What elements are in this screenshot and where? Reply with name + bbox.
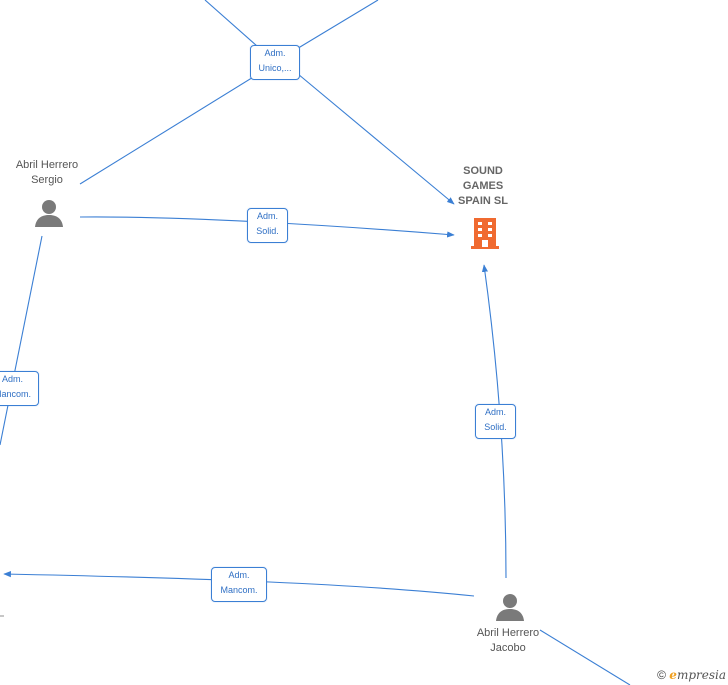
company-name-line-1: SOUND bbox=[463, 165, 503, 177]
person-icon[interactable] bbox=[495, 592, 525, 622]
person-icon[interactable] bbox=[34, 198, 64, 228]
edge-top-company bbox=[297, 73, 455, 205]
company-name-line-3: SPAIN SL bbox=[458, 195, 508, 207]
edge-jacobo-left bbox=[3, 571, 475, 597]
brand-initial: e bbox=[669, 668, 677, 682]
edge-label-jacobo-left-line-2: Mancom. bbox=[220, 585, 258, 595]
edge-label-jacobo-company[interactable]: Adm. Solid. bbox=[475, 404, 516, 439]
edge-label-jacobo-left-line-1: Adm. bbox=[228, 570, 250, 580]
footer-brand: © empresia bbox=[657, 668, 726, 682]
edge-top-right bbox=[294, 0, 379, 51]
person-name-sergio-line-2: Sergio bbox=[31, 174, 63, 186]
edge-jacobo-bottom bbox=[539, 629, 631, 685]
edge-label-left-line-2: Mancom. bbox=[0, 389, 31, 399]
edge-label-top-line-2: Unico,... bbox=[258, 63, 292, 73]
person-name-sergio[interactable]: Abril Herrero Sergio bbox=[4, 158, 90, 188]
edge-label-left[interactable]: Adm. Mancom. bbox=[0, 371, 39, 406]
person-name-jacobo-line-2: Jacobo bbox=[490, 642, 526, 654]
edge-label-top[interactable]: Adm. Unico,... bbox=[250, 45, 300, 80]
edge-label-left-line-1: Adm. bbox=[1, 374, 23, 384]
edge-label-sergio-company-line-2: Solid. bbox=[256, 226, 279, 236]
edge-label-sergio-company[interactable]: Adm. Solid. bbox=[247, 208, 288, 243]
edge-label-sergio-company-line-1: Adm. bbox=[256, 211, 278, 221]
copyright-icon: © bbox=[657, 668, 666, 682]
edge-label-top-line-1: Adm. bbox=[264, 48, 286, 58]
edge-sergio-top bbox=[79, 75, 256, 185]
brand-logo: empresia bbox=[669, 668, 726, 682]
edge-label-jacobo-company-line-1: Adm. bbox=[484, 407, 506, 417]
person-name-jacobo[interactable]: Abril Herrero Jacobo bbox=[464, 626, 552, 656]
brand-rest: mpresia bbox=[676, 668, 726, 682]
company-name[interactable]: SOUND GAMES SPAIN SL bbox=[446, 164, 520, 209]
edge-label-jacobo-company-line-2: Solid. bbox=[484, 422, 507, 432]
company-name-line-2: GAMES bbox=[462, 180, 504, 192]
person-name-jacobo-line-1: Abril Herrero bbox=[476, 627, 540, 639]
edge-label-jacobo-left[interactable]: Adm. Mancom. bbox=[211, 567, 267, 602]
edge-sergio-left bbox=[0, 235, 43, 446]
building-icon[interactable] bbox=[469, 216, 501, 250]
person-name-sergio-line-1: Abril Herrero bbox=[15, 159, 79, 171]
